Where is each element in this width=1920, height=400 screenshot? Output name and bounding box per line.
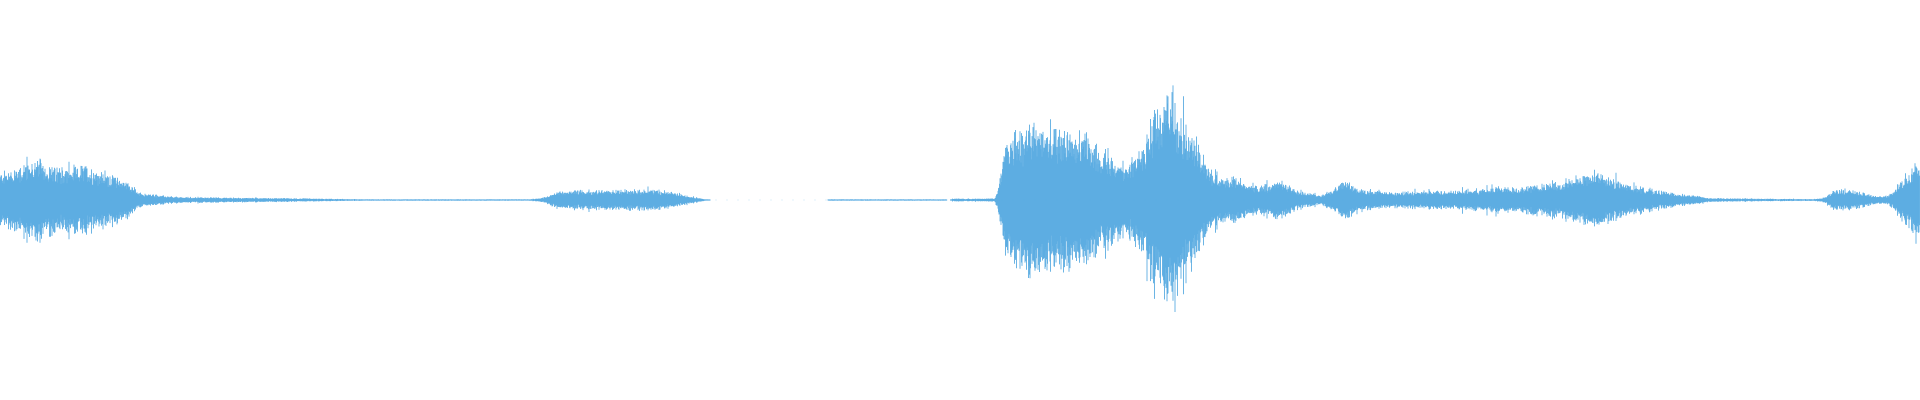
waveform-samples bbox=[0, 85, 1920, 312]
waveform-trace bbox=[0, 85, 1920, 312]
